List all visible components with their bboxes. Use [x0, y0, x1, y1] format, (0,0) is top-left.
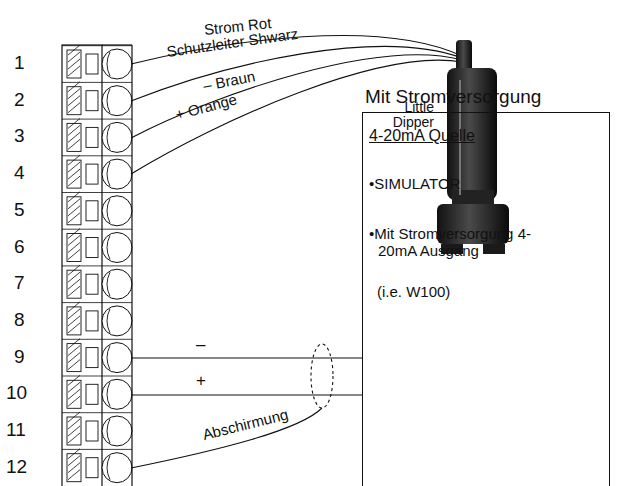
clamp-hatch [68, 118, 80, 128]
terminal-number: 3 [14, 126, 25, 147]
clamp-hatch [68, 339, 80, 349]
terminal-number: 12 [6, 457, 27, 478]
clamp-slot [86, 164, 98, 184]
clamp-slot [86, 421, 98, 441]
wire-label: – Braun [202, 68, 257, 94]
wire-label: Abschirmung [201, 406, 290, 443]
row-divider [62, 229, 132, 230]
screw-terminal [102, 453, 132, 483]
box-text: (i.e. W100) [377, 283, 450, 300]
terminal-number: 2 [14, 90, 25, 111]
row-divider [62, 412, 132, 413]
screw-terminal [102, 86, 132, 116]
screw-head [107, 456, 110, 480]
terminal-number: 10 [6, 383, 27, 404]
clamp-hatch [68, 82, 80, 92]
screw-head [107, 125, 110, 149]
clamp-hatch [68, 45, 80, 55]
screw-head [107, 382, 110, 406]
screw-terminal [102, 269, 132, 299]
block-edge [131, 45, 132, 486]
row-divider [62, 302, 132, 303]
row-divider [62, 155, 132, 156]
clamp-hatch [68, 265, 80, 275]
row-divider [62, 339, 132, 340]
clamp-hatch [68, 302, 80, 312]
clamp-hatch [68, 192, 80, 202]
row-divider [62, 82, 132, 83]
row-divider [62, 376, 132, 377]
screw-terminal [102, 379, 132, 409]
screw-head [107, 346, 110, 370]
source-box: Mit Stromversorgung4-20mA Quelle•SIMULAT… [362, 112, 610, 486]
screw-terminal [102, 122, 132, 152]
terminal-number: 5 [14, 200, 25, 221]
terminal-number: 6 [14, 237, 25, 258]
little-dipper-sensor [437, 40, 509, 254]
clamp-slot [86, 311, 98, 331]
screw-terminal [102, 233, 132, 263]
box-text: •Mit Stromversorgung 4-20mA Ausgang [369, 225, 558, 260]
screw-head [107, 419, 110, 443]
wire-label: + [196, 372, 206, 391]
screw-terminal [102, 196, 132, 226]
row-divider [62, 265, 132, 266]
clamp-slot [86, 238, 98, 258]
box-heading: Mit Stromversorgung [365, 86, 541, 108]
row-divider [62, 119, 132, 120]
wire-label: + Orange [174, 91, 239, 123]
wire-label: – [196, 336, 205, 355]
row-divider [62, 449, 132, 450]
clamp-slot [86, 127, 98, 147]
screw-terminal [102, 343, 132, 373]
screw-head [107, 89, 110, 113]
signal-wires [131, 344, 363, 468]
clamp-slot [86, 384, 98, 404]
screw-terminal [102, 49, 132, 79]
terminal-number: 7 [14, 273, 25, 294]
screw-head [107, 52, 110, 76]
clamp-hatch [68, 229, 80, 239]
box-text: 4-20mA Quelle [369, 127, 475, 145]
row-divider [62, 45, 132, 46]
terminal-block [62, 45, 132, 486]
terminal-number: 9 [14, 347, 25, 368]
terminal-number: 11 [6, 420, 26, 441]
clamp-hatch [68, 375, 80, 385]
screw-head [107, 162, 110, 186]
clamp-hatch [68, 412, 80, 422]
clamp-slot [86, 274, 98, 294]
clamp-slot [86, 458, 98, 478]
screw-head [107, 199, 110, 223]
screw-head [107, 309, 110, 333]
screw-terminal [102, 159, 132, 189]
terminal-number: 8 [14, 310, 25, 331]
clamp-hatch [68, 449, 80, 459]
clamp-slot [86, 201, 98, 221]
screw-terminal [102, 306, 132, 336]
clamp-slot [86, 54, 98, 74]
screw-head [107, 272, 110, 296]
box-text: •SIMULATOR [369, 175, 460, 192]
row-divider [62, 192, 132, 193]
terminal-number: 1 [14, 53, 25, 74]
clamp-hatch [68, 155, 80, 165]
screw-terminal [102, 416, 132, 446]
clamp-slot [86, 91, 98, 111]
screw-head [107, 236, 110, 260]
terminal-number: 4 [14, 163, 25, 184]
clamp-slot [86, 348, 98, 368]
